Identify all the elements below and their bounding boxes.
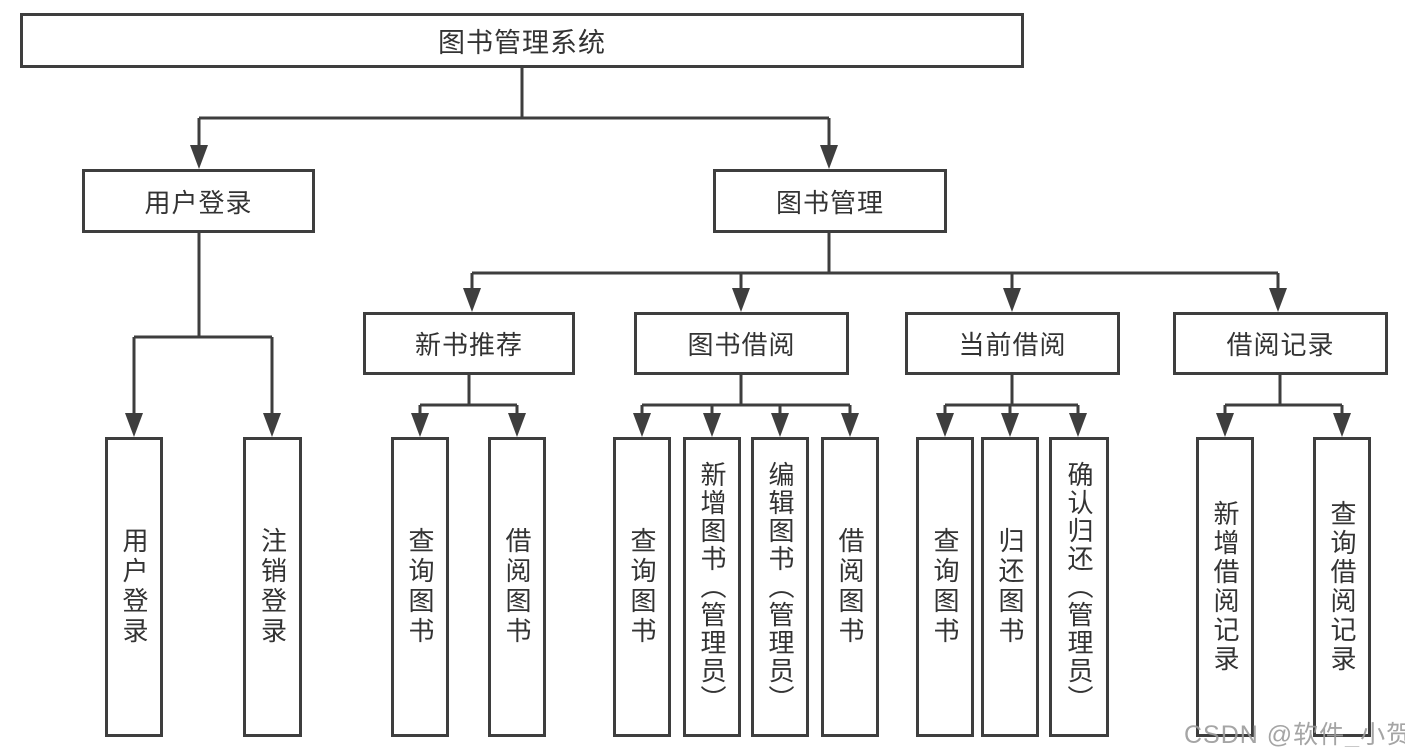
leaf-nbr-borrow-books: 借阅图书 xyxy=(488,437,546,737)
watermark-text: CSDN @软件_小贺同学 xyxy=(1184,721,1405,747)
leaf-br-query-record: 查询借阅记录 xyxy=(1313,437,1371,737)
leaf-bb-add-books: 新增图书（管理员） xyxy=(683,437,741,737)
leaf-cb-confirm-return: 确认归还（管理员） xyxy=(1049,437,1109,737)
arrowheads xyxy=(125,145,1351,437)
leaf-bb-borrow-books: 借阅图书 xyxy=(821,437,879,737)
leaf-logout: 注销登录 xyxy=(243,437,302,737)
leaf-user-login: 用户登录 xyxy=(105,437,163,737)
node-root: 图书管理系统 xyxy=(20,13,1024,68)
leaf-bb-edit-books: 编辑图书（管理员） xyxy=(751,437,809,737)
leaf-br-add-record: 新增借阅记录 xyxy=(1196,437,1254,737)
leaf-cb-return-books: 归还图书 xyxy=(981,437,1039,737)
leaf-cb-query-books: 查询图书 xyxy=(916,437,974,737)
node-user-login: 用户登录 xyxy=(82,169,315,233)
node-new-book-recommend: 新书推荐 xyxy=(363,312,575,375)
leaf-bb-query-books: 查询图书 xyxy=(613,437,671,737)
leaf-nbr-query-books: 查询图书 xyxy=(391,437,449,737)
node-book-borrow: 图书借阅 xyxy=(634,312,849,375)
node-book-management: 图书管理 xyxy=(713,169,947,233)
node-borrow-record: 借阅记录 xyxy=(1173,312,1388,375)
node-current-borrow: 当前借阅 xyxy=(905,312,1120,375)
